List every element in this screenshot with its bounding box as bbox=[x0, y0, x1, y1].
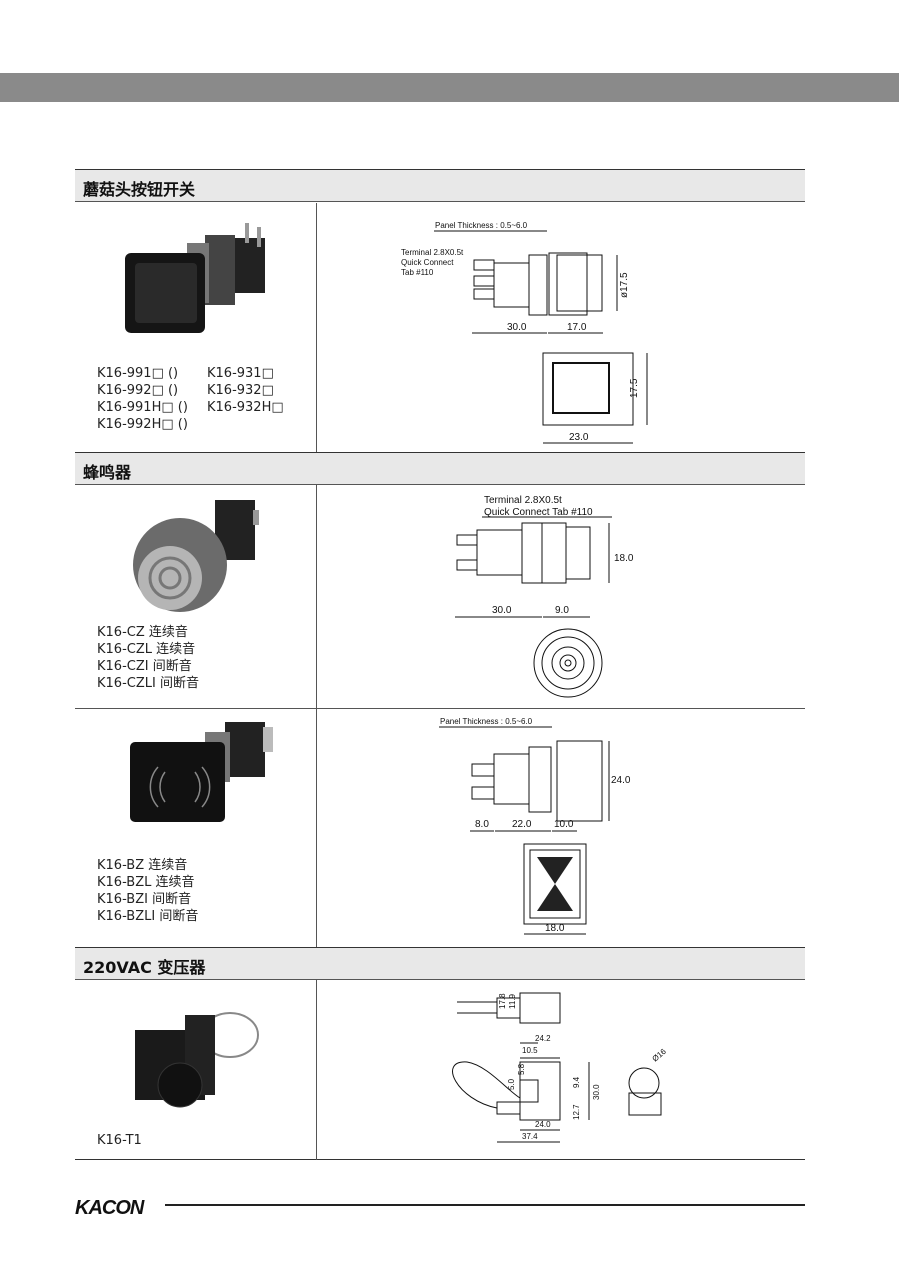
svg-text:30.0: 30.0 bbox=[592, 1084, 601, 1100]
model: K16-992H□ () bbox=[97, 417, 188, 432]
model: K16-992□ () bbox=[97, 383, 179, 398]
svg-text:Ø16: Ø16 bbox=[651, 1047, 669, 1064]
mushroom-switch-drawing: Panel Thickness : 0.5~6.0 Terminal 2.8X0… bbox=[401, 221, 648, 444]
row-mushroom-switch: K16-991□ ()K16-931□ K16-992□ ()K16-932□ … bbox=[75, 203, 805, 453]
buzzer-round-photo bbox=[133, 500, 259, 612]
transformer-drawing: 17.8 11.9 24.2 10.5 5.0 5.8 9.4 30.0 12.… bbox=[452, 992, 669, 1143]
model: K16-T1 bbox=[97, 1133, 142, 1148]
column-divider bbox=[316, 485, 317, 709]
mushroom-switch-photo bbox=[125, 223, 265, 333]
buzzer-drawing: Terminal 2.8X0.5t Quick Connect Tab #110… bbox=[455, 495, 634, 698]
svg-text:24.0: 24.0 bbox=[611, 775, 631, 786]
svg-text:18.0: 18.0 bbox=[614, 553, 634, 564]
model: K16-CZL 连续音 bbox=[97, 642, 196, 657]
svg-text:22.0: 22.0 bbox=[512, 819, 532, 830]
svg-text:23.0: 23.0 bbox=[569, 432, 589, 443]
svg-text:9.0: 9.0 bbox=[555, 605, 569, 616]
model: K16-CZ 连续音 bbox=[97, 625, 188, 640]
footer-divider bbox=[165, 1204, 805, 1206]
section-title-transformer: 220VAC 变压器 bbox=[75, 947, 805, 980]
model-list: K16-BZ 连续音 K16-BZL 连续音 K16-BZI 间断音 K16-B… bbox=[97, 857, 198, 925]
svg-text:30.0: 30.0 bbox=[492, 605, 512, 616]
column-divider bbox=[316, 980, 317, 1160]
row-transformer: K16-T1 17.8 11.9 24.2 10.5 5.0 5.8 9.4 3… bbox=[75, 980, 805, 1160]
model: K16-991□ () bbox=[97, 366, 179, 381]
svg-text:10.0: 10.0 bbox=[554, 819, 574, 830]
top-banner bbox=[0, 73, 899, 102]
svg-text:Tab #110: Tab #110 bbox=[401, 268, 434, 277]
svg-text:Quick Connect: Quick Connect bbox=[401, 258, 454, 267]
svg-text:Terminal 2.8X0.5t: Terminal 2.8X0.5t bbox=[401, 248, 464, 257]
model: K16-BZI 间断音 bbox=[97, 892, 192, 907]
svg-text:37.4: 37.4 bbox=[522, 1132, 538, 1141]
model: K16-932H□ bbox=[207, 400, 284, 415]
svg-text:Panel Thickness : 0.5~6.0: Panel Thickness : 0.5~6.0 bbox=[435, 221, 528, 230]
svg-text:11.9: 11.9 bbox=[508, 993, 517, 1009]
svg-text:ø17.5: ø17.5 bbox=[619, 272, 630, 298]
column-divider bbox=[316, 709, 317, 947]
model: K16-932□ bbox=[207, 383, 274, 398]
svg-text:24.0: 24.0 bbox=[535, 1120, 551, 1129]
svg-text:Quick Connect Tab #110: Quick Connect Tab #110 bbox=[484, 507, 593, 518]
svg-text:Panel Thickness : 0.5~6.0: Panel Thickness : 0.5~6.0 bbox=[440, 717, 533, 726]
svg-text:17.8: 17.8 bbox=[498, 993, 507, 1009]
model-list: K16-CZ 连续音 K16-CZL 连续音 K16-CZI 间断音 K16-C… bbox=[97, 624, 199, 692]
transformer-photo bbox=[135, 1012, 259, 1108]
model: K16-CZI 间断音 bbox=[97, 659, 192, 674]
svg-text:10.5: 10.5 bbox=[522, 1046, 538, 1055]
svg-text:24.2: 24.2 bbox=[535, 1034, 551, 1043]
row-buzzer-cz: K16-CZ 连续音 K16-CZL 连续音 K16-CZI 间断音 K16-C… bbox=[75, 485, 805, 709]
kacon-logo: KACON bbox=[75, 1197, 144, 1219]
svg-text:12.7: 12.7 bbox=[572, 1104, 581, 1120]
model: K16-931□ bbox=[207, 366, 274, 381]
model: K16-BZ 连续音 bbox=[97, 858, 188, 873]
svg-text:17.0: 17.0 bbox=[567, 322, 587, 333]
svg-text:9.4: 9.4 bbox=[572, 1076, 581, 1088]
svg-text:5.8: 5.8 bbox=[517, 1063, 526, 1075]
section-title-buzzer: 蜂鸣器 bbox=[75, 452, 805, 485]
model: K16-BZL 连续音 bbox=[97, 875, 195, 890]
svg-text:18.0: 18.0 bbox=[545, 923, 565, 934]
svg-text:30.0: 30.0 bbox=[507, 322, 527, 333]
model-list: K16-T1 bbox=[97, 1132, 142, 1149]
row-buzzer-bz: K16-BZ 连续音 K16-BZL 连续音 K16-BZI 间断音 K16-B… bbox=[75, 709, 805, 947]
model: K16-CZLI 间断音 bbox=[97, 676, 199, 691]
svg-text:Terminal 2.8X0.5t: Terminal 2.8X0.5t bbox=[484, 495, 562, 506]
svg-text:8.0: 8.0 bbox=[475, 819, 489, 830]
svg-text:17.5: 17.5 bbox=[629, 378, 640, 398]
buzzer-square-drawing: Panel Thickness : 0.5~6.0 8.0 22.0 10.0 … bbox=[439, 717, 631, 935]
section-title-mushroom-switch: 蘑菇头按钮开关 bbox=[75, 169, 805, 202]
svg-text:5.0: 5.0 bbox=[507, 1078, 516, 1090]
buzzer-square-photo bbox=[130, 722, 273, 822]
column-divider bbox=[316, 203, 317, 453]
model: K16-991H□ () bbox=[97, 400, 188, 415]
model-list: K16-991□ ()K16-931□ K16-992□ ()K16-932□ … bbox=[97, 365, 317, 433]
model: K16-BZLI 间断音 bbox=[97, 909, 199, 924]
